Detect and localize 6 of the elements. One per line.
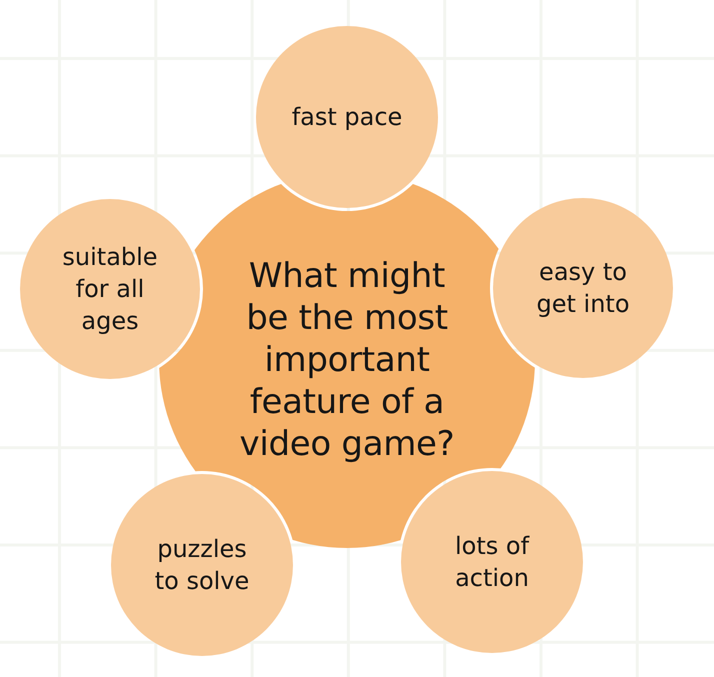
feature-text: lots of action <box>454 531 530 594</box>
question-text: What might be the most important feature of a video game? <box>238 255 456 465</box>
feature-text: fast pace <box>290 102 404 133</box>
feature-text: puzzles to solve <box>154 534 250 597</box>
feature-text: easy to get into <box>535 257 630 320</box>
feature-text: suitable for all ages <box>61 242 159 337</box>
